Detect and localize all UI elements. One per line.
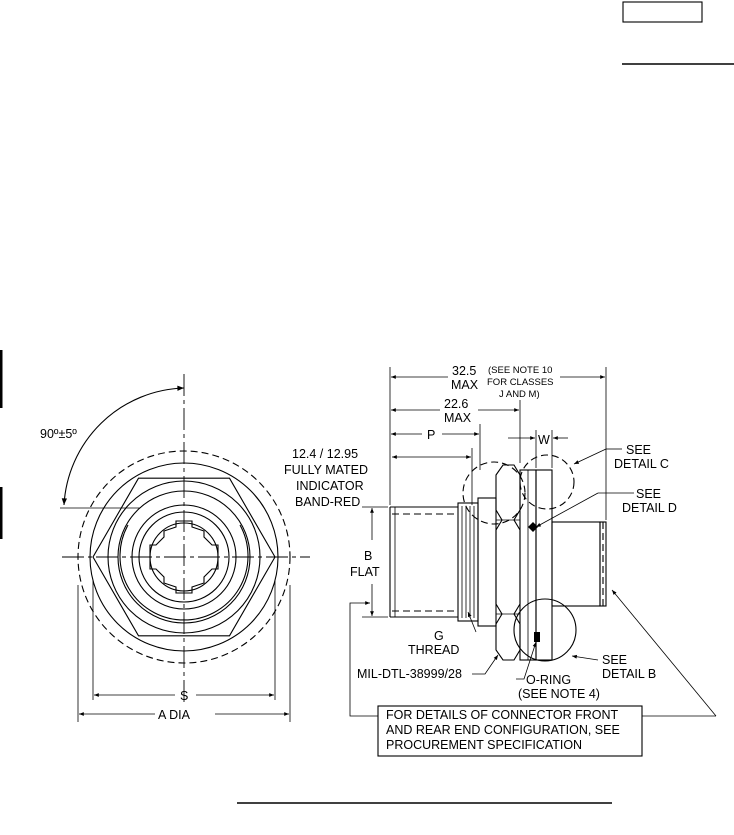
band-line1: 12.4 / 12.95 — [292, 447, 358, 461]
leader-g-thread — [467, 611, 477, 633]
w-label: W — [538, 433, 550, 447]
detail-d-line2: DETAIL D — [622, 501, 677, 515]
keyway-profile — [149, 520, 219, 594]
g-label: G — [434, 629, 444, 643]
detail-c-line1: SEE — [626, 443, 651, 457]
dim-22-6-max: MAX — [444, 411, 472, 425]
detail-b-line2: DETAIL B — [602, 667, 656, 681]
leader-note-left — [349, 601, 378, 717]
oring-line2: (SEE NOTE 4) — [518, 687, 600, 701]
detail-c-circle — [462, 461, 526, 525]
note10-line2: FOR CLASSES — [487, 377, 554, 388]
dim-32-5-max: MAX — [451, 378, 479, 392]
note-box-frame — [377, 705, 643, 757]
band-line2: FULLY MATED — [284, 463, 368, 477]
dim-22-6-value: 22.6 — [444, 397, 468, 411]
p-label: P — [427, 428, 435, 442]
detail-b-circle — [513, 598, 577, 662]
header-box — [622, 1, 703, 23]
shoulder — [477, 497, 497, 627]
note10-line1: (SEE NOTE 10 — [488, 365, 552, 376]
leaders: SEE DETAIL C SEE DETAIL D SEE DETAIL B G… — [349, 443, 717, 717]
g-thread-lines — [461, 506, 475, 618]
s-label: S — [180, 689, 188, 703]
leader-detail-b — [571, 654, 599, 661]
rear-body — [551, 521, 601, 607]
note-line1: FOR DETAILS OF CONNECTOR FRONT — [386, 708, 619, 722]
g-thread-body — [457, 502, 479, 622]
margin-bar-bottom — [0, 487, 3, 539]
o-ring — [534, 632, 540, 642]
leader-detail-d — [535, 492, 599, 528]
leader-mil — [472, 654, 499, 675]
side-view — [389, 454, 607, 662]
jam-nut-profile — [495, 464, 521, 661]
detail-b-line1: SEE — [602, 653, 627, 667]
angle-arc — [61, 385, 185, 506]
margin-bar-top — [0, 350, 3, 408]
leader-note-right-diag — [611, 589, 717, 717]
side-dimensions: 32.5 MAX (SEE NOTE 10 FOR CLASSES J AND … — [284, 364, 607, 618]
note10-line3: J AND M) — [499, 389, 540, 400]
leader-oring — [516, 641, 537, 680]
angle-label: 90º±5º — [40, 427, 77, 441]
front-view: 90º±5º S A DIA — [40, 374, 310, 722]
a-dia-label: A DIA — [158, 708, 191, 722]
leader-detail-c — [573, 448, 607, 465]
thread-label: THREAD — [408, 643, 459, 657]
b-label: B — [364, 549, 372, 563]
note-line3: PROCUREMENT SPECIFICATION — [386, 738, 582, 752]
oring-line1: O-RING — [526, 673, 571, 687]
band-line3: INDICATOR — [296, 479, 364, 493]
band-line4: BAND-RED — [295, 495, 360, 509]
note-box: FOR DETAILS OF CONNECTOR FRONT AND REAR … — [377, 705, 643, 757]
rear-plate — [535, 469, 553, 661]
flat-label: FLAT — [350, 565, 380, 579]
detail-d-line1: SEE — [636, 487, 661, 501]
detail-c2-circle — [519, 454, 575, 510]
note-line2: AND REAR END CONFIGURATION, SEE — [386, 723, 620, 737]
mil-label: MIL-DTL-38999/28 — [357, 667, 462, 681]
dim-32-5-value: 32.5 — [452, 364, 476, 378]
hex-nut — [92, 477, 276, 637]
detail-c-line2: DETAIL C — [614, 457, 669, 471]
